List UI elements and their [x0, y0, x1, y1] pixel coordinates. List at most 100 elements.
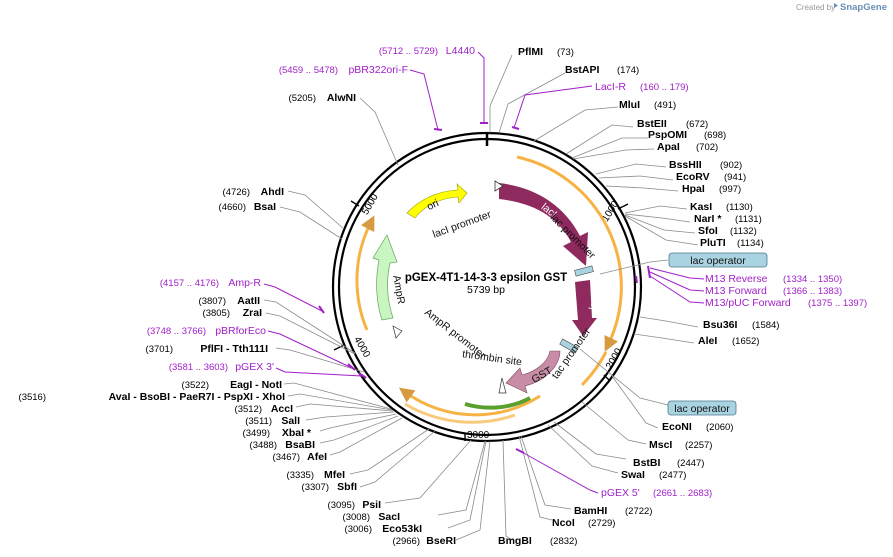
site-ncoi-pos: (2729) — [588, 518, 615, 529]
site-apai-pos: (702) — [696, 142, 718, 153]
lac-operator-box-2: lac operator — [667, 400, 737, 416]
operator-leader-1 — [599, 259, 669, 275]
lac-operator-mark-2 — [559, 338, 579, 354]
site-xbai: XbaI * — [282, 427, 312, 439]
primer-pgex-5: pGEX 5' — [601, 487, 640, 499]
site-swai-pos: (2477) — [659, 470, 686, 481]
plasmid-size: 5739 bp — [467, 284, 505, 296]
site-bsu36i-pos: (1584) — [752, 320, 779, 331]
feature-label-lacza: lacZα — [587, 283, 603, 311]
site-swai: SwaI — [621, 469, 645, 481]
primer-laci-r: LacI-R — [595, 81, 626, 93]
feature-laci-promoter — [494, 180, 504, 192]
orf-arc-bottom — [398, 387, 541, 417]
orf-laci-arc — [516, 155, 623, 352]
site-leaders — [263, 54, 699, 541]
primer-m13-reverse: M13 Reverse — [705, 273, 768, 285]
site-bsu36i: Bsu36I — [703, 319, 738, 331]
site-ahdi: AhdI — [261, 186, 284, 198]
site-hpai-pos: (997) — [719, 184, 741, 195]
primer-l4440: L4440 — [446, 45, 475, 57]
site-eagi-noti-pos: (3522) — [182, 380, 209, 391]
tick-label-4000: 4000 — [351, 335, 372, 360]
site-bsteii: BstEII — [637, 118, 667, 130]
primer-l4440-range: (5712 .. 5729) — [379, 46, 438, 57]
site-aatii-pos: (3807) — [199, 296, 226, 307]
site-sbfi: SbfI — [337, 481, 357, 493]
snapgene-logo-icon — [834, 3, 838, 8]
site-sali: SalI — [281, 415, 300, 427]
feature-ampr — [372, 234, 398, 321]
site-pspomi: PspOMI — [648, 129, 687, 141]
site-eagi-noti: EagI - NotI — [230, 379, 282, 391]
lac-operator-box-1: lac operator — [668, 252, 768, 268]
plasmid-backbone — [331, 131, 643, 443]
site-acci: AccI — [271, 403, 293, 415]
site-pspomi-pos: (698) — [704, 130, 726, 141]
scale-ticks — [333, 200, 629, 441]
site-mfei-pos: (3335) — [287, 470, 314, 481]
site-psii: PsiI — [362, 499, 381, 511]
site-hpai: HpaI — [682, 183, 705, 195]
snapgene-brand: SnapGene — [840, 2, 887, 13]
site-bseri: BseRI — [426, 535, 456, 547]
site-ahdi-pos: (4726) — [223, 187, 250, 198]
site-bsteii-pos: (672) — [686, 119, 708, 130]
primer-m13-reverse-range: (1334 .. 1350) — [783, 274, 842, 285]
site-nari-pos: (1131) — [735, 214, 762, 225]
site-bsabi: BsaBI — [285, 439, 315, 451]
site-sfoi: SfoI — [698, 225, 718, 237]
site-sfoi-pos: (1132) — [730, 226, 757, 237]
site-bstapi-pos: (174) — [617, 65, 639, 76]
site-bsai: BsaI — [254, 201, 276, 213]
tick-label-3000: 3000 — [467, 430, 490, 441]
primer-m13-puc-forward: M13/pUC Forward — [705, 297, 791, 309]
primer-leaders — [263, 51, 705, 494]
lac-operator-mark-1 — [574, 265, 594, 277]
site-apai: ApaI — [657, 141, 680, 153]
credit-text: Created by — [796, 3, 835, 12]
site-msci-pos: (2257) — [685, 440, 712, 451]
site-alwni-pos: (5205) — [289, 93, 316, 104]
site-acci-pos: (3512) — [235, 404, 262, 415]
site-alwni: AlwNI — [327, 92, 356, 104]
site-zrai-pos: (3805) — [203, 308, 230, 319]
primer-laci-r-range: (160 .. 179) — [640, 82, 689, 93]
feature-thrombin-site — [498, 377, 507, 394]
site-pflfi-tth111i-pos: (3701) — [146, 344, 173, 355]
site-avai-group: AvaI - BsoBI - PaeR7I - PspXI - XhoI — [109, 391, 285, 403]
site-bsai-pos: (4660) — [219, 202, 246, 213]
site-alei-pos: (1652) — [732, 336, 759, 347]
site-kasi-pos: (1130) — [726, 202, 753, 213]
site-xbai-pos: (3499) — [243, 428, 270, 439]
primer-amp-r-range: (4157 .. 4176) — [160, 278, 219, 289]
primer-m13-puc-forward-range: (1375 .. 1397) — [808, 298, 867, 309]
feature-green-arc — [464, 396, 531, 410]
feature-lacza — [572, 280, 597, 336]
feature-label-laci-promoter: lacI promoter — [431, 208, 493, 240]
site-pflmi-pos: (73) — [557, 47, 574, 58]
site-mlui-pos: (491) — [654, 100, 676, 111]
site-saci: SacI — [378, 511, 400, 523]
orf-arc-outer — [404, 402, 516, 424]
site-pluti: PluTI — [700, 237, 726, 249]
site-ecorv: EcoRV — [676, 171, 710, 183]
primer-pbrforeco: pBRforEco — [215, 325, 266, 337]
site-econi-pos: (2060) — [706, 422, 733, 433]
primer-pbr322ori-f: pBR322ori-F — [348, 64, 408, 76]
site-saci-pos: (3008) — [343, 512, 370, 523]
primer-pbrforeco-range: (3748 .. 3766) — [147, 326, 206, 337]
site-mfei: MfeI — [324, 469, 345, 481]
lac-operator-label-1: lac operator — [690, 255, 746, 267]
feature-label-ampr: AmpR — [390, 274, 407, 305]
plasmid-title: pGEX-4T1-14-3-3 epsilon GST — [405, 272, 567, 284]
site-avai-group-pos: (3516) — [19, 392, 46, 403]
feature-label-ori: ori — [425, 197, 441, 213]
lac-operator-label-2: lac operator — [674, 403, 730, 415]
site-zrai: ZraI — [243, 307, 262, 319]
feature-laci — [499, 183, 588, 266]
site-psii-pos: (3095) — [328, 500, 355, 511]
site-afei: AfeI — [307, 451, 327, 463]
site-pflfi-tth111i: PflFI - Tth111I — [200, 343, 268, 355]
site-bstbi: BstBI — [633, 457, 661, 469]
